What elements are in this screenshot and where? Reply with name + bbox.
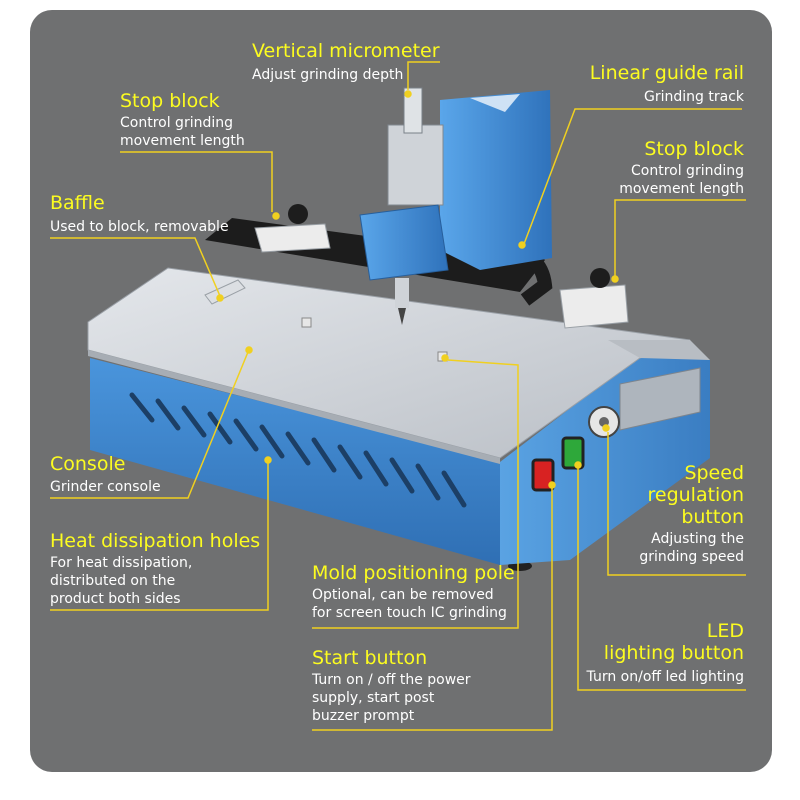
callout-desc-speed-regulation: Adjusting the grinding speed xyxy=(639,531,744,565)
plate-edge xyxy=(88,350,500,464)
callout-desc-led-lighting: Turn on/off led lighting xyxy=(586,669,744,685)
callout-desc-start-button: Turn on / off the power supply, start po… xyxy=(312,672,471,724)
display-panel xyxy=(619,367,701,431)
guide-column xyxy=(440,90,552,270)
callout-title-mold-positioning: Mold positioning pole xyxy=(312,562,515,584)
control-panel-top xyxy=(608,340,710,360)
callout-desc-linear-guide-rail: Grinding track xyxy=(644,89,744,105)
grinding-head xyxy=(359,204,449,281)
positioning-pin xyxy=(301,317,312,328)
callout-desc-heat-dissipation: For heat dissipation, distributed on the… xyxy=(50,555,193,607)
callout-desc-vertical-micrometer: Adjust grinding depth xyxy=(252,67,404,83)
callout-title-speed-regulation: Speed regulation button xyxy=(647,462,744,528)
callout-title-heat-dissipation: Heat dissipation holes xyxy=(50,530,261,552)
callout-title-led-lighting: LED lighting button xyxy=(603,620,744,664)
stop-block-left xyxy=(254,204,331,253)
callout-title-console: Console xyxy=(50,453,126,475)
micrometer-spindle xyxy=(403,87,423,134)
callout-desc-console: Grinder console xyxy=(50,479,161,495)
callout-title-baffle: Baffle xyxy=(50,192,105,214)
heat-dissipation-slots xyxy=(129,392,467,508)
callout-title-stop-block-right: Stop block xyxy=(644,138,744,160)
callout-desc-stop-block-left: Control grinding movement length xyxy=(120,115,245,149)
callout-desc-stop-block-right: Control grinding movement length xyxy=(619,163,744,197)
stop-block-right xyxy=(559,268,629,329)
callout-title-stop-block-left: Stop block xyxy=(120,90,220,112)
callout-title-linear-guide-rail: Linear guide rail xyxy=(589,62,744,84)
base-front-side xyxy=(90,358,500,565)
callout-desc-mold-positioning: Optional, can be removed for screen touc… xyxy=(312,587,507,621)
led-switch xyxy=(561,436,585,470)
callout-desc-baffle: Used to block, removable xyxy=(50,219,229,235)
callout-title-start-button: Start button xyxy=(312,647,428,669)
baffle xyxy=(204,279,246,305)
micrometer-body xyxy=(387,124,444,206)
callout-title-vertical-micrometer: Vertical micrometer xyxy=(252,40,440,62)
start-switch xyxy=(531,458,555,492)
